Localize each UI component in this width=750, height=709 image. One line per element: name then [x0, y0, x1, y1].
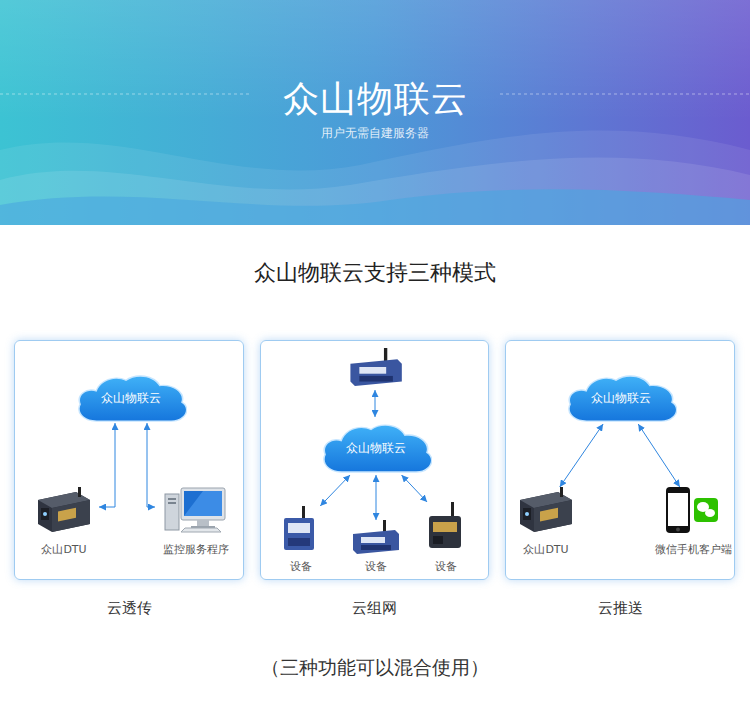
- connector: [638, 424, 680, 487]
- cloud-glow: [570, 377, 676, 421]
- connector: [376, 475, 377, 520]
- device-node: 众山DTU: [512, 487, 580, 557]
- cloud-label: 众山物联云: [346, 441, 406, 455]
- device-label: 微信手机客户端: [655, 543, 732, 557]
- mode-panel: 云推送众山物联云众山DTU微信手机客户端: [505, 340, 735, 580]
- device-label: 设备: [290, 560, 312, 574]
- panel-caption: 云组网: [261, 598, 488, 618]
- cloud-body: [80, 377, 186, 421]
- device-node: 微信手机客户端: [652, 487, 735, 557]
- cloud-node: 众山物联云: [75, 372, 187, 424]
- device-label: 众山DTU: [523, 543, 568, 557]
- connector: [99, 423, 115, 507]
- cloud-body: [325, 426, 431, 471]
- banner-subtitle: 用户无需自建服务器: [0, 125, 750, 141]
- section-heading: 众山物联云支持三种模式: [0, 258, 750, 288]
- device-node: 设备: [279, 506, 323, 574]
- device-label: 设备: [435, 560, 457, 574]
- cloud-label: 众山物联云: [101, 391, 161, 405]
- connector: [560, 424, 603, 487]
- device-node: 众山DTU: [30, 487, 98, 557]
- cloud-glow: [325, 426, 431, 471]
- cloud-body: [570, 377, 676, 421]
- panel-caption: 云透传: [15, 598, 243, 618]
- device-node: 设备: [348, 520, 404, 574]
- mode-panel: 云透传众山物联云众山DTU监控服务程序: [14, 340, 244, 580]
- panel-caption: 云推送: [506, 598, 734, 618]
- device-node: 监控服务程序: [156, 487, 236, 557]
- device-node: 设备: [424, 502, 468, 574]
- connector: [147, 423, 155, 507]
- connector: [320, 475, 350, 506]
- cloud-glow: [80, 377, 186, 421]
- connector: [402, 475, 428, 502]
- banner-title: 众山物联云: [0, 76, 750, 122]
- cloud-node: 众山物联云: [565, 372, 677, 424]
- device-label: 监控服务程序: [163, 543, 229, 557]
- mode-panel: 云组网众山物联云设备设备设备: [260, 340, 489, 580]
- cloud-label: 众山物联云: [591, 391, 651, 405]
- caption: （三种功能可以混合使用）: [0, 654, 750, 680]
- device-label: 设备: [365, 560, 387, 574]
- device-label: 众山DTU: [41, 543, 86, 557]
- cloud-node: 众山物联云: [320, 421, 432, 475]
